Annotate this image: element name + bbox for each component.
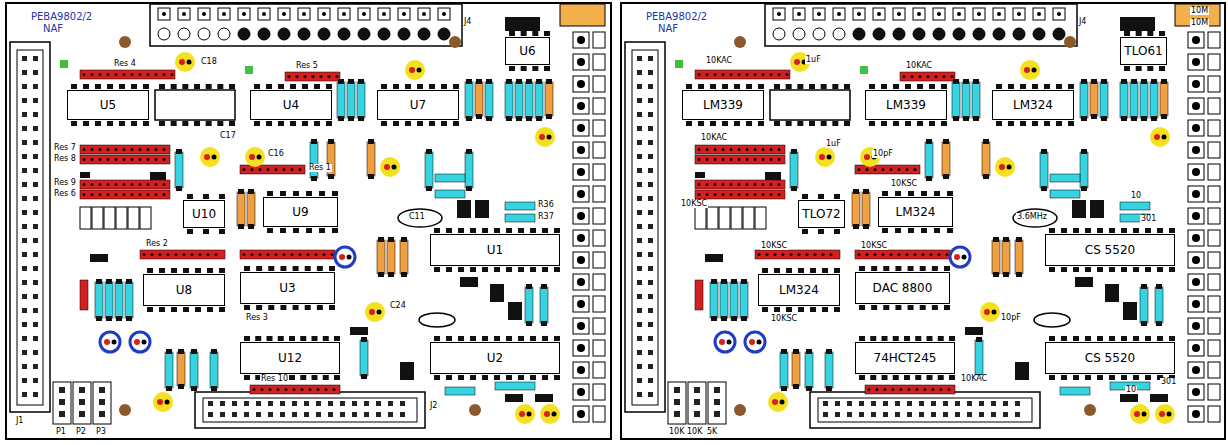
ic-chip: U6 [505,37,550,65]
ic-chip: LM339 [865,90,947,120]
part-label: 10KSC [860,242,888,250]
part-label: 10 [1125,386,1137,394]
part-label: 301 [1160,378,1177,386]
ic-chip: LM339 [682,90,764,120]
part-label: J4 [463,18,472,26]
ic-chip: LM324 [758,274,840,306]
chip-label: U5 [100,99,116,111]
chip-label: U3 [279,282,295,294]
chip-label: LM339 [886,99,926,111]
part-label: 10K [668,428,685,436]
board-author: NAF [43,24,63,34]
ic-chip: CS 5520 [1045,234,1175,266]
ic-chip: U7 [377,90,459,120]
chip-label: 74HCT245 [874,352,937,364]
part-label: 10KSC [680,200,708,208]
ic-chip: U12 [240,342,340,374]
part-label: 10 [1130,192,1142,200]
ic-chip: U9 [263,197,338,227]
ic-chip: LM324 [878,197,953,227]
ic-chip: 74HCT245 [855,342,955,374]
part-label: 10M [1190,19,1209,27]
ic-chip: U10 [183,200,225,228]
part-label: P2 [75,428,87,436]
board-title: PEBA9802/2 [31,12,92,22]
chip-label: U10 [192,208,216,220]
part-label: 10KSC [770,315,798,323]
part-label: J2 [429,402,438,410]
part-label: Res 2 [145,240,169,248]
part-label: 10KSC [890,180,918,188]
part-label: Res 3 [245,314,269,322]
part-label: C24 [389,302,407,310]
part-label: Res 8 [53,155,77,163]
chip-label: U9 [292,206,308,218]
chip-label: U1 [487,244,503,256]
part-label: 301 [1140,215,1157,223]
part-label: Res 5 [295,62,319,70]
part-label: 10pF [1000,314,1022,322]
part-label: 1uF [805,56,822,64]
chip-label: U6 [519,45,535,57]
chip-label: LM339 [703,99,743,111]
board-title: PEBA9802/2 [646,12,707,22]
part-label: Res 7 [53,144,77,152]
part-label: 5K [706,428,718,436]
chip-label: U7 [410,99,426,111]
chip-label: LM324 [779,284,819,296]
chip-label: CS 5520 [1085,244,1135,256]
chip-label: CS 5520 [1085,352,1135,364]
ic-chip: U2 [430,342,560,374]
part-label: Res 6 [53,190,77,198]
part-label: Res 4 [113,60,137,68]
chip-label: TLO72 [802,208,840,220]
part-label: C17 [219,132,237,140]
ic-chip: LM324 [992,90,1074,120]
chip-label: U12 [278,352,302,364]
part-label: C11 [408,213,426,221]
part-label: C16 [267,150,285,158]
ic-chip: U5 [67,90,149,120]
part-label: 10K [686,428,703,436]
part-label: R36 [537,201,555,209]
ic-chip: DAC 8800 [855,272,950,304]
part-label: Res 9 [53,179,77,187]
ic-chip: U3 [240,272,335,304]
part-label: 10KAC [705,57,733,65]
part-label: 10pF [872,150,894,158]
part-label: Res 10 [260,375,289,383]
part-label: 10KSC [760,242,788,250]
part-label: 10KAC [905,62,933,70]
ic-chip: U1 [430,234,560,266]
chip-label: U8 [176,284,192,296]
part-label: 3.6MHz [1016,213,1048,221]
chip-label: LM324 [896,206,936,218]
board-author: NAF [658,24,678,34]
ic-chip: TLO61 [1120,37,1167,65]
part-label: 1uF [825,140,842,148]
chip-label: TLO61 [1124,45,1162,57]
part-label: P3 [95,428,107,436]
part-label: R37 [537,213,555,221]
chip-label: LM324 [1013,99,1053,111]
chip-label: U2 [487,352,503,364]
chip-label: DAC 8800 [873,282,933,294]
part-label: P1 [55,428,67,436]
chip-label: U4 [283,99,299,111]
ic-chip: TLO72 [798,200,845,228]
part-label: 10KAC [960,375,988,383]
part-label: 10M [1190,7,1209,15]
part-label: Res 1 [308,164,332,172]
ic-chip: CS 5520 [1045,342,1175,374]
part-label: J1 [15,417,24,425]
ic-chip: U8 [143,274,225,306]
part-label: 10KAC [700,134,728,142]
ic-chip: U4 [250,90,332,120]
part-label: C18 [200,58,218,66]
part-label: J4 [1078,18,1087,26]
